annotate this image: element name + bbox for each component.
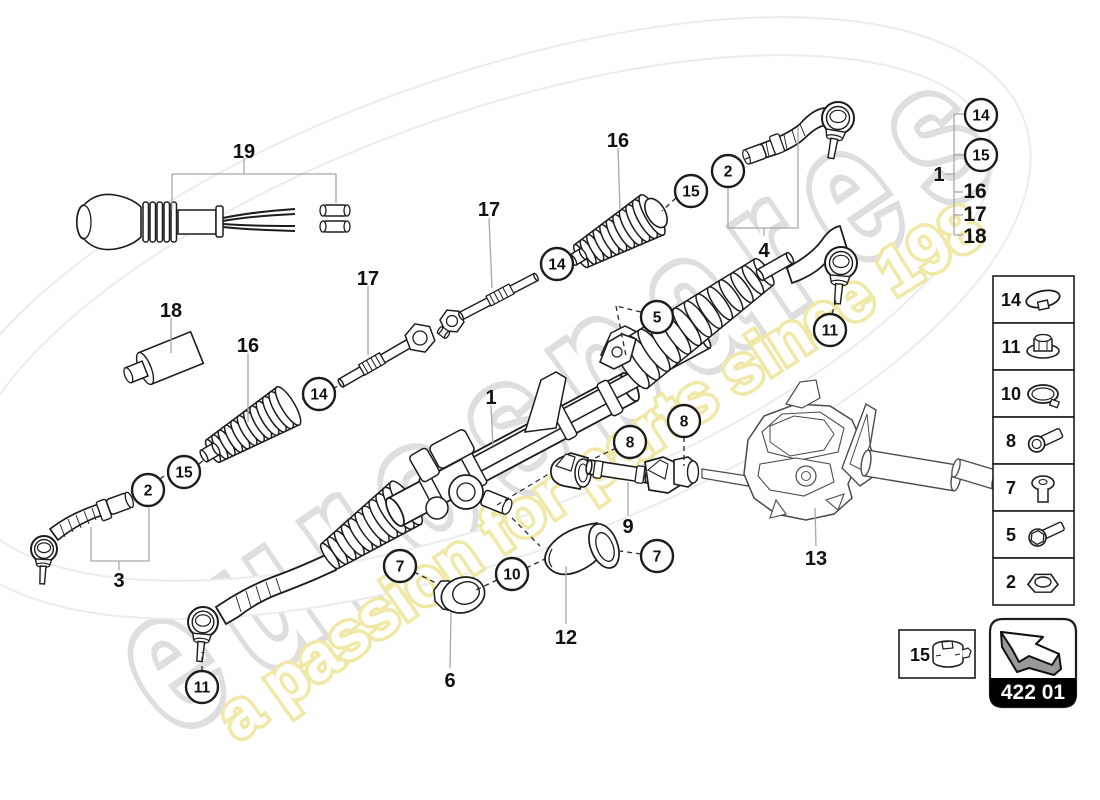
svg-text:8: 8 [1006, 431, 1016, 451]
svg-text:3: 3 [113, 570, 124, 592]
svg-text:14: 14 [548, 257, 566, 274]
svg-text:18: 18 [963, 225, 987, 248]
svg-text:8: 8 [626, 435, 635, 452]
svg-text:1: 1 [933, 164, 944, 186]
svg-text:14: 14 [310, 387, 328, 404]
svg-text:16: 16 [237, 335, 259, 357]
svg-text:4: 4 [758, 240, 770, 262]
svg-text:10: 10 [1001, 384, 1021, 404]
svg-text:13: 13 [805, 548, 827, 570]
svg-text:15: 15 [910, 645, 930, 665]
svg-text:11: 11 [194, 680, 211, 697]
svg-text:1: 1 [485, 387, 496, 409]
svg-text:16: 16 [607, 130, 629, 152]
svg-text:17: 17 [357, 268, 379, 290]
svg-text:2: 2 [1006, 572, 1016, 592]
svg-text:10: 10 [503, 567, 520, 584]
svg-text:15: 15 [972, 148, 990, 165]
svg-text:5: 5 [1006, 525, 1016, 545]
svg-text:7: 7 [1006, 478, 1016, 498]
svg-text:15: 15 [682, 184, 700, 201]
svg-text:19: 19 [233, 141, 255, 163]
svg-text:422 01: 422 01 [1001, 681, 1066, 704]
svg-text:8: 8 [680, 414, 689, 431]
svg-text:2: 2 [724, 164, 733, 181]
svg-text:14: 14 [972, 108, 990, 125]
svg-text:11: 11 [822, 323, 839, 340]
svg-text:11: 11 [1001, 337, 1020, 357]
svg-text:7: 7 [396, 559, 405, 576]
svg-text:5: 5 [653, 310, 662, 327]
svg-text:2: 2 [144, 483, 153, 500]
svg-text:18: 18 [160, 300, 182, 322]
svg-text:9: 9 [622, 516, 633, 538]
svg-text:14: 14 [1001, 290, 1021, 310]
svg-text:12: 12 [555, 627, 577, 649]
svg-text:7: 7 [653, 549, 662, 566]
svg-text:15: 15 [175, 465, 193, 482]
svg-text:6: 6 [444, 670, 455, 692]
svg-text:16: 16 [963, 180, 986, 203]
svg-text:17: 17 [478, 199, 500, 221]
svg-text:17: 17 [963, 203, 986, 226]
